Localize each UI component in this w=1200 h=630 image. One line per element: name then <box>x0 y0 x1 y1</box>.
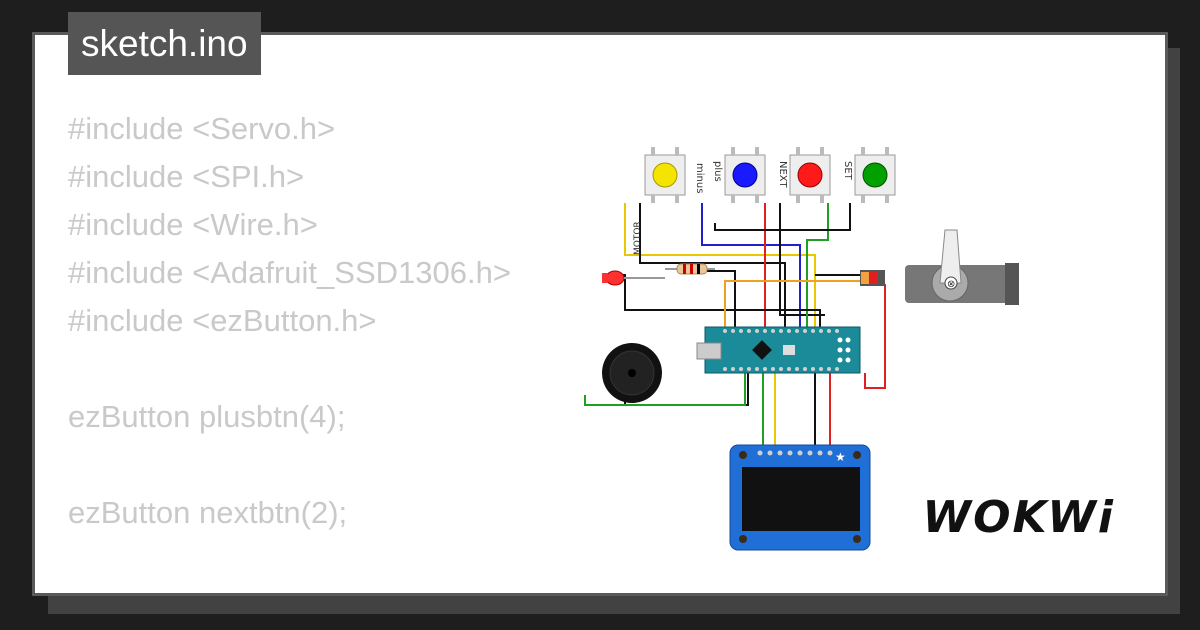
led-red[interactable] <box>602 270 665 286</box>
code-line <box>68 537 511 585</box>
header-pin <box>723 367 727 371</box>
oled-pin <box>767 450 773 456</box>
header-pin <box>787 367 791 371</box>
wire-black-1 <box>639 203 786 327</box>
header-pin <box>779 367 783 371</box>
header-pin <box>811 367 815 371</box>
button-minus[interactable]: minus <box>644 147 705 203</box>
code-line: ezButton setbtn(5); <box>68 585 511 593</box>
oled-pin <box>827 450 833 456</box>
code-line: #include <Adafruit_SSD1306.h> <box>68 255 511 290</box>
filename-tab: sketch.ino <box>68 12 261 75</box>
wire-green-2 <box>584 373 746 406</box>
circuit-diagram: minus plus NEXT SET <box>584 147 1019 551</box>
code-line: #include <SPI.h> <box>68 159 305 194</box>
code-line: #include <ezButton.h> <box>68 303 377 338</box>
oled-display[interactable]: ★ <box>729 444 871 551</box>
header-pin <box>811 329 815 333</box>
wokwi-logo: WOKWi <box>922 492 1115 543</box>
led-label: MOTOR <box>633 221 643 255</box>
header-pin <box>795 367 799 371</box>
svg-text:minus: minus <box>694 163 705 193</box>
header-pin <box>803 329 807 333</box>
svg-text:NEXT: NEXT <box>777 161 788 188</box>
code-line: #include <Servo.h> <box>68 111 336 146</box>
oled-pin <box>807 450 813 456</box>
preview-card: #include <Servo.h> #include <SPI.h> #inclu… <box>32 32 1168 596</box>
oled-pin <box>787 450 793 456</box>
header-pin <box>731 367 735 371</box>
header-pin <box>763 367 767 371</box>
svg-text:⊗: ⊗ <box>947 279 955 290</box>
header-pin <box>795 329 799 333</box>
header-pin <box>755 367 759 371</box>
header-pin <box>779 329 783 333</box>
header-pin <box>835 367 839 371</box>
wire-black-5 <box>610 274 821 327</box>
code-preview: #include <Servo.h> #include <SPI.h> #inclu… <box>68 105 511 593</box>
button-set[interactable]: SET <box>842 147 896 203</box>
header-pin <box>747 367 751 371</box>
oled-pin <box>757 450 763 456</box>
header-pin <box>739 367 743 371</box>
code-line <box>68 441 511 489</box>
svg-text:SET: SET <box>842 161 853 181</box>
code-line: ezButton plusbtn(4); <box>68 399 346 434</box>
code-line: #include <Wire.h> <box>68 207 318 242</box>
buzzer[interactable] <box>602 343 662 403</box>
arduino-nano[interactable] <box>696 326 861 374</box>
header-pin <box>819 367 823 371</box>
wire-green-1 <box>806 203 829 327</box>
svg-text:plus: plus <box>712 161 723 182</box>
resistor[interactable] <box>665 263 715 275</box>
header-pin <box>827 367 831 371</box>
button-next[interactable]: NEXT <box>777 147 831 203</box>
wire-black-2 <box>779 203 825 316</box>
oled-pin <box>817 450 823 456</box>
header-pin <box>787 329 791 333</box>
header-pin <box>739 329 743 333</box>
wire-blue <box>701 203 801 327</box>
header-pin <box>731 329 735 333</box>
header-pin <box>819 329 823 333</box>
header-pin <box>763 329 767 333</box>
header-pin <box>771 367 775 371</box>
wire-orange <box>724 280 860 327</box>
header-pin <box>835 329 839 333</box>
header-pin <box>755 329 759 333</box>
oled-pin <box>777 450 783 456</box>
header-pin <box>771 329 775 333</box>
header-pin <box>803 367 807 371</box>
header-pin <box>747 329 751 333</box>
wire-black-4 <box>695 270 736 327</box>
header-pin <box>723 329 727 333</box>
button-plus[interactable]: plus <box>712 147 766 203</box>
code-line: ezButton nextbtn(2); <box>68 495 348 530</box>
header-pin <box>827 329 831 333</box>
wire-yellow <box>624 203 816 327</box>
wire-red-2 <box>864 284 886 389</box>
svg-text:★: ★ <box>835 450 846 464</box>
servo-motor[interactable]: ⊗ <box>860 229 1019 305</box>
oled-pin <box>797 450 803 456</box>
code-line <box>68 345 511 393</box>
wire-black-3 <box>714 203 851 231</box>
